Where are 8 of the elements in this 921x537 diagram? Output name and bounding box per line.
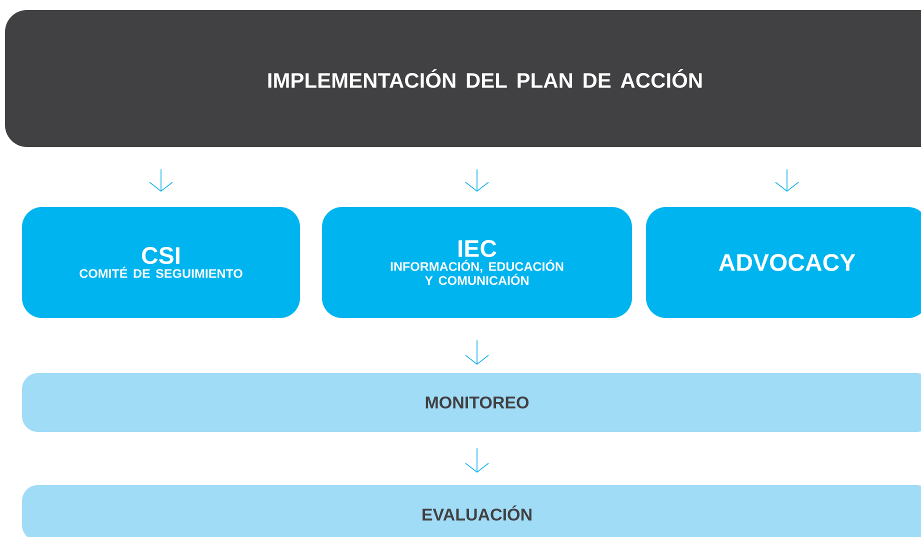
stage-band: MONITOREO <box>22 373 921 432</box>
stage-band: EVALUACIÓN <box>22 485 921 537</box>
process-box: IEC INFORMACIÓN, EDUCACIÓN Y COMUNICAIÓN <box>322 207 632 318</box>
arrow <box>465 340 489 365</box>
process-box: ADVOCACY <box>646 207 921 318</box>
header-box: IMPLEMENTACIÓN DEL PLAN DE ACCIÓN <box>5 10 921 147</box>
arrow <box>465 448 489 473</box>
process-box: CSI COMITÉ DE SEGUIMIENTO <box>22 207 300 318</box>
